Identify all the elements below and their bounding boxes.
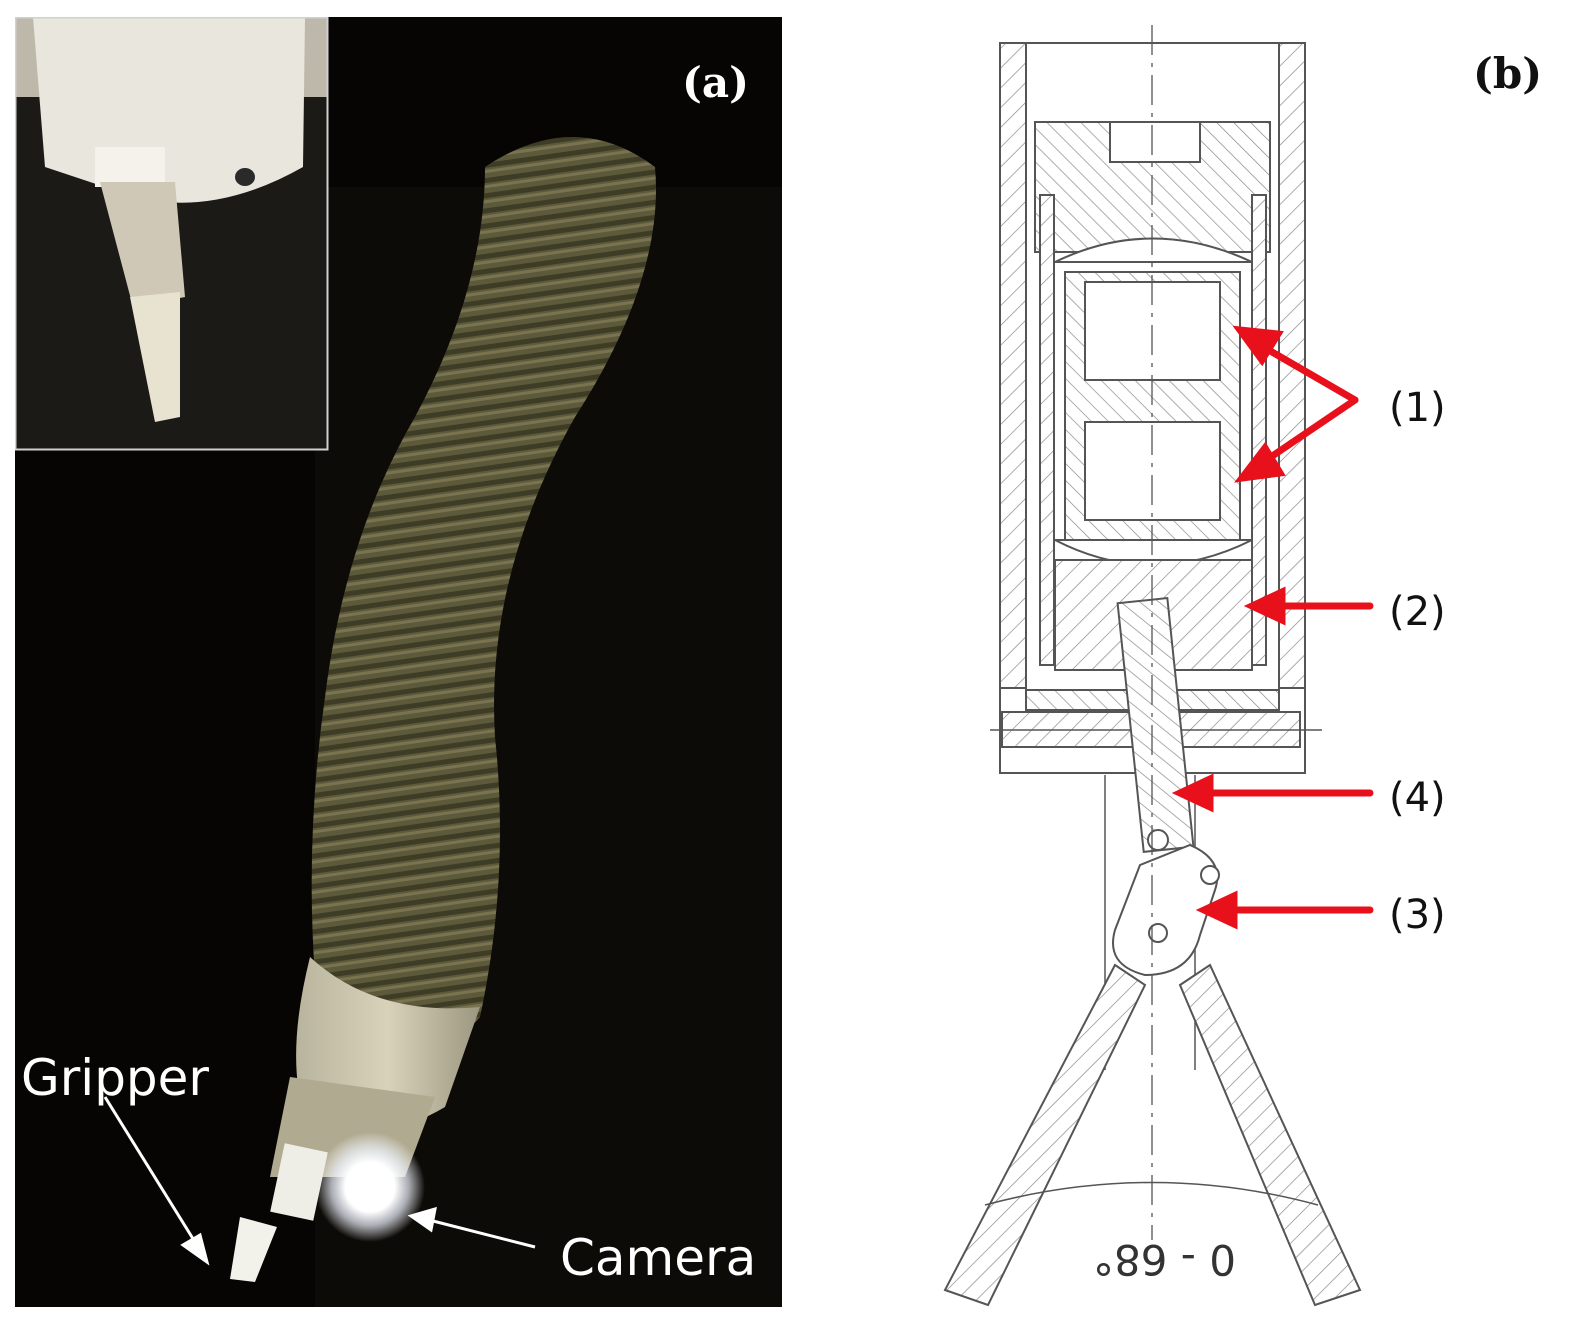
bellows-arm: [311, 137, 656, 1092]
inset-photo: [15, 17, 329, 451]
part-label-2: (2): [1389, 589, 1446, 635]
panel-a-photo: (a) Gripper Camera: [15, 17, 782, 1307]
top-cap-slot: [1109, 121, 1201, 163]
linkage-pin-upper: [1200, 865, 1220, 885]
arrow-part-1-lower: [1234, 396, 1359, 483]
arrow-part-3: [1195, 890, 1374, 930]
rod-pin: [1147, 829, 1169, 851]
jaw-right: [1178, 963, 1362, 1307]
panel-b-drawing: (b) (1) (2) (4) (3) 0 - 68°: [890, 0, 1580, 1331]
linkage-pin-lower: [1148, 923, 1168, 943]
jaw-left: [943, 963, 1147, 1307]
inner-sleeve-right: [1251, 194, 1267, 666]
gripper-label: Gripper: [21, 1049, 209, 1107]
panel-a-label: (a): [682, 58, 749, 107]
camera-arrow: [407, 1206, 536, 1249]
camera-label: Camera: [560, 1229, 757, 1287]
part-label-4: (4): [1389, 775, 1446, 821]
jaw-angle-label: 0 - 68°: [1092, 1235, 1236, 1284]
arrow-part-1-upper: [1232, 325, 1359, 404]
panel-b-label: (b): [1473, 49, 1543, 98]
arrow-part-2: [1243, 586, 1374, 626]
actuator-rod: [1116, 596, 1195, 854]
arrow-part-4: [1171, 773, 1374, 813]
inner-sleeve-left: [1039, 194, 1055, 666]
part-label-3: (3): [1389, 892, 1446, 938]
gripper-cross-section: [943, 25, 1374, 1307]
lens-top: [1054, 237, 1253, 263]
gripper-body: [230, 1143, 328, 1282]
robot-arm-photo: [15, 17, 782, 1307]
camera-light: [315, 1132, 425, 1242]
housing-wall-left: [999, 42, 1027, 689]
gripper-arrow: [103, 1096, 210, 1266]
part-label-1: (1): [1389, 385, 1446, 431]
linkage-plate: [1112, 843, 1219, 977]
